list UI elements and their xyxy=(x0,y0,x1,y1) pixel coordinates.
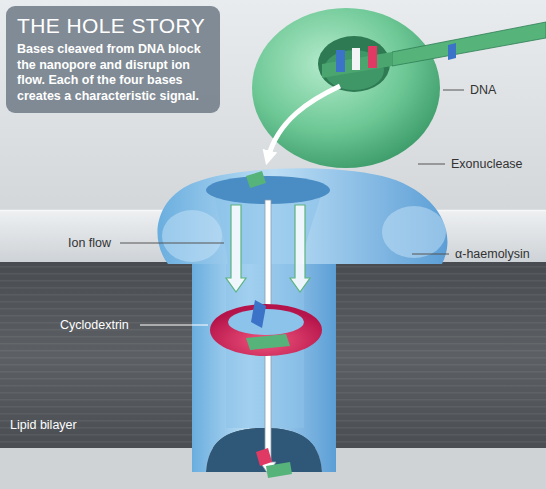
dna-strand xyxy=(392,22,546,66)
leader-line xyxy=(120,243,224,244)
flow-label: Ion flow xyxy=(68,236,111,251)
dna-base xyxy=(336,50,345,72)
background xyxy=(0,0,546,212)
exit-base xyxy=(266,462,292,478)
part-label: α-haemolysin xyxy=(455,247,530,262)
cyclodextrin-ring xyxy=(210,304,322,356)
ion-flow-arrow xyxy=(290,205,310,292)
bound-base xyxy=(251,300,266,328)
pore-stem xyxy=(192,250,336,472)
flow-arrow xyxy=(268,86,340,158)
ion-flow-arrow xyxy=(226,205,246,292)
dna-base xyxy=(352,48,360,70)
part-label: Cyclodextrin xyxy=(60,318,129,333)
leader-line xyxy=(140,325,208,326)
exit-base xyxy=(256,448,272,466)
title-panel: THE HOLE STORY Bases cleaved from DNA blo… xyxy=(6,6,220,113)
leader-line xyxy=(443,90,464,91)
leader-line xyxy=(418,164,445,165)
panel-heading: THE HOLE STORY xyxy=(17,13,210,39)
dna-base xyxy=(368,46,377,68)
region-label: Lipid bilayer xyxy=(10,418,77,433)
exonuclease-torus xyxy=(252,8,440,168)
bound-base xyxy=(246,334,290,350)
cleaved-base xyxy=(246,171,266,188)
cyclodextrin-hole xyxy=(228,309,304,335)
leader-line xyxy=(412,254,449,255)
cap-lobe xyxy=(162,210,222,262)
panel-body: Bases cleaved from DNA block the nanopor… xyxy=(17,42,210,104)
part-label: Exonuclease xyxy=(451,157,523,172)
part-label: DNA xyxy=(470,83,496,98)
dna-base xyxy=(448,43,456,60)
cap-lobe xyxy=(382,206,446,258)
